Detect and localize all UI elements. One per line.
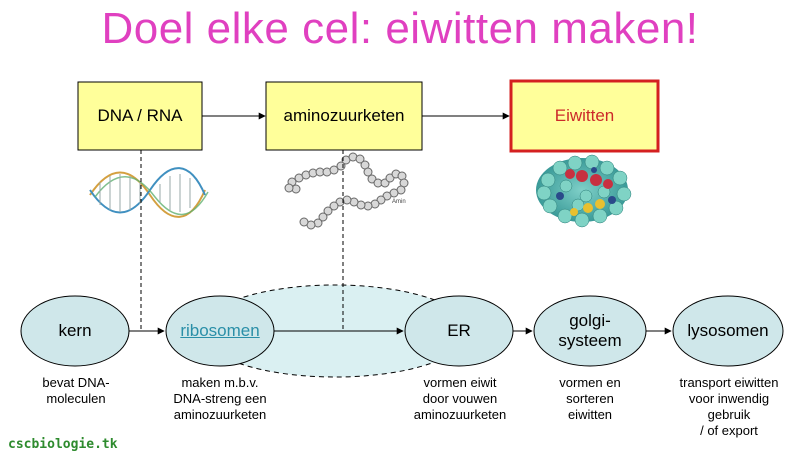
golgi-label-line1: golgi-	[569, 311, 611, 330]
box-aminozuurketen	[265, 81, 423, 151]
desc-kern: bevat DNA- moleculen	[42, 375, 110, 406]
page-title: Doel elke cel: eiwitten maken!	[101, 4, 699, 53]
desc-er: vormen eiwit door vouwen aminozuurketen	[413, 375, 507, 422]
box-dna-rna-label: DNA / RNA	[97, 106, 183, 125]
lysosomen-label: lysosomen	[687, 321, 769, 340]
er-label: ER	[447, 321, 471, 340]
dna-helix-illustration	[89, 167, 209, 218]
oval-lysosomen	[672, 295, 784, 367]
site-footer-label: cscbiologie.tk	[8, 437, 118, 452]
ribosomen-link-text[interactable]: ribosomen	[180, 321, 260, 340]
golgi-label-line2: systeem	[558, 331, 622, 350]
box-dna-rna	[77, 81, 203, 151]
box-aminozuurketen-label: aminozuurketen	[283, 106, 405, 125]
golgi-label: golgi- systeem	[534, 296, 646, 366]
amino-chain-illustration	[284, 152, 409, 230]
kern-label: kern	[58, 321, 92, 340]
box-eiwitten-label: Eiwitten	[554, 106, 615, 125]
desc-lysosomen: transport eiwitten voor inwendig gebruik…	[679, 375, 779, 438]
desc-ribosomen: maken m.b.v. DNA-streng een aminozuurket…	[173, 375, 267, 422]
amino-chain-label: Amin	[392, 199, 406, 205]
protein-illustration	[536, 154, 632, 228]
box-eiwitten	[509, 79, 660, 153]
ribosomen-link[interactable]: ribosomen	[166, 296, 274, 366]
desc-golgi: vormen en sorteren eiwitten	[559, 375, 621, 422]
